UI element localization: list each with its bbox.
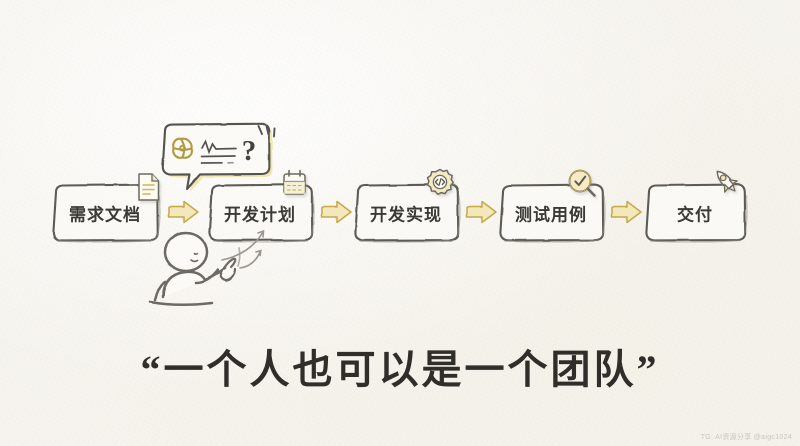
motion-lines-icon — [257, 125, 276, 138]
flow-step-label-requirements: 需求文档 — [69, 205, 141, 225]
flow-step-box-implementation[interactable] — [354, 183, 461, 243]
gear-code-icon — [426, 168, 454, 196]
openai-flower-icon — [172, 137, 193, 159]
scribble-lines-icon — [200, 139, 237, 164]
arrow-4 — [611, 200, 642, 224]
rocket-icon — [716, 170, 738, 193]
arrow-1 — [168, 200, 199, 224]
question-mark-icon: ? — [242, 135, 257, 167]
calendar-icon — [283, 169, 306, 195]
ai-speech-bubble: ? — [161, 122, 276, 192]
flow-step-boxes — [52, 183, 748, 243]
caption-text: “一个人也可以是一个团队” — [140, 347, 660, 392]
magnifier-check-icon — [568, 169, 596, 197]
flow-step-label-dev-plan: 开发计划 — [224, 205, 296, 225]
flow-step-label-test-cases: 测试用例 — [515, 205, 587, 225]
arrow-2 — [321, 200, 352, 224]
person-figure — [148, 231, 237, 306]
flow-step-label-delivery: 交付 — [677, 205, 713, 225]
flow-step-box-delivery[interactable] — [645, 183, 748, 243]
document-icon — [138, 173, 160, 201]
flow-step-box-requirements[interactable] — [52, 183, 161, 243]
flow-step-box-dev-plan[interactable] — [208, 183, 315, 243]
pointing-arrows — [221, 229, 265, 269]
flow-step-box-test-cases[interactable] — [499, 183, 606, 243]
flow-step-label-implementation: 开发实现 — [370, 205, 442, 225]
watermark: TG: AI资源分享 @aigc1024 — [700, 434, 792, 441]
arrow-3 — [466, 200, 497, 224]
